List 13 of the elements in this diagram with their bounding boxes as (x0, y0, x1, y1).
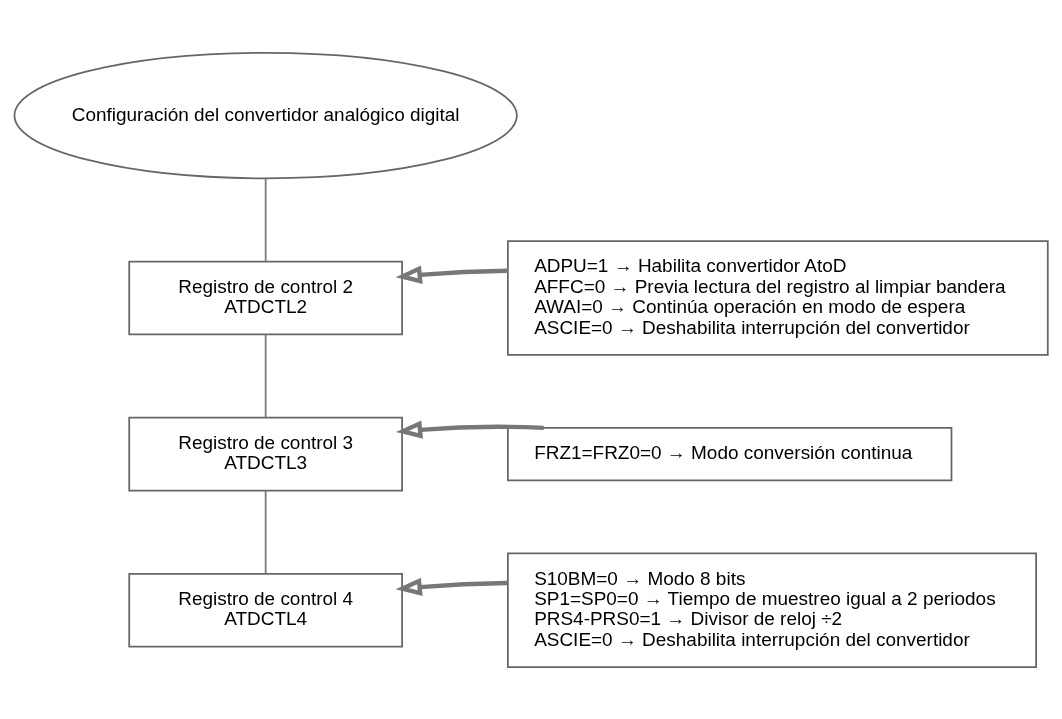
connector (264, 489, 267, 574)
arrow (395, 265, 508, 284)
node-box: Registro de control 4 ATDCTL4 (128, 572, 403, 648)
node-ellipse: Configuración del convertidor analógico digital (13, 51, 518, 179)
node-box: Registro de control 3 ATDCTL3 (128, 416, 403, 491)
node-box: S10BM=0 → Modo 8 bits SP1=SP0=0 → Tiempo de muestreo igual a 2 periodos PRS4-PRS0=1 → Divisor de reloj ÷2 ASCIE=0 → Deshabilita interrupción del convertidor (507, 551, 1037, 668)
node-box: FRZ1=FRZ0=0 → Modo conversión continua (507, 426, 953, 481)
connector (264, 333, 267, 418)
arrow (395, 419, 544, 439)
connector (264, 177, 267, 262)
arrow (395, 577, 508, 596)
node-box: ADPU=1 → Habilita convertidor AtoD AFFC=0 → Previa lectura del registro al limpiar bandera AWAI=0 → Continúa operación en modo de espera ASCIE=0 → Deshabilita interrupción del convertidor (507, 239, 1049, 356)
node-box: Registro de control 2 ATDCTL2 (128, 260, 403, 335)
